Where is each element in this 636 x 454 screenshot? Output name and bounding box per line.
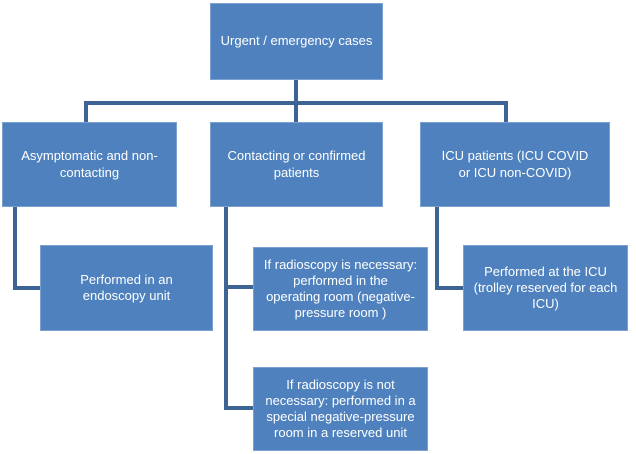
node-asymptomatic-non-contacting: Asymptomatic and non- contacting: [2, 122, 177, 207]
node-radioscopy-not-necessary: If radioscopy is not necessary: performe…: [253, 367, 428, 451]
node-icu-trolley: Performed at the ICU (trolley reserved f…: [463, 245, 628, 331]
connector-asymptomatic-elbow-horizontal: [13, 286, 40, 290]
connector-contacting-elbow-horizontal-lower: [224, 406, 253, 410]
node-contacting-confirmed: Contacting or confirmed patients: [210, 122, 383, 207]
node-endoscopy-unit: Performed in an endoscopy unit: [40, 245, 213, 331]
connector-icu-elbow-vertical: [435, 207, 439, 290]
node-icu-patients: ICU patients (ICU COVID or ICU non-COVID…: [420, 122, 610, 207]
node-radioscopy-necessary: If radioscopy is necessary: performed in…: [253, 247, 428, 331]
connector-contacting-elbow-vertical: [224, 207, 228, 410]
connector-contacting-elbow-horizontal-upper: [224, 285, 253, 289]
node-urgent-emergency-cases: Urgent / emergency cases: [210, 3, 383, 80]
connector-drop-right: [504, 101, 508, 122]
connector-drop-left: [84, 101, 88, 122]
connector-root-stem: [294, 80, 298, 101]
connector-icu-elbow-horizontal: [435, 286, 463, 290]
connector-branch-bar: [84, 101, 508, 105]
connector-drop-center: [294, 105, 298, 122]
connector-asymptomatic-elbow-vertical: [13, 207, 17, 290]
